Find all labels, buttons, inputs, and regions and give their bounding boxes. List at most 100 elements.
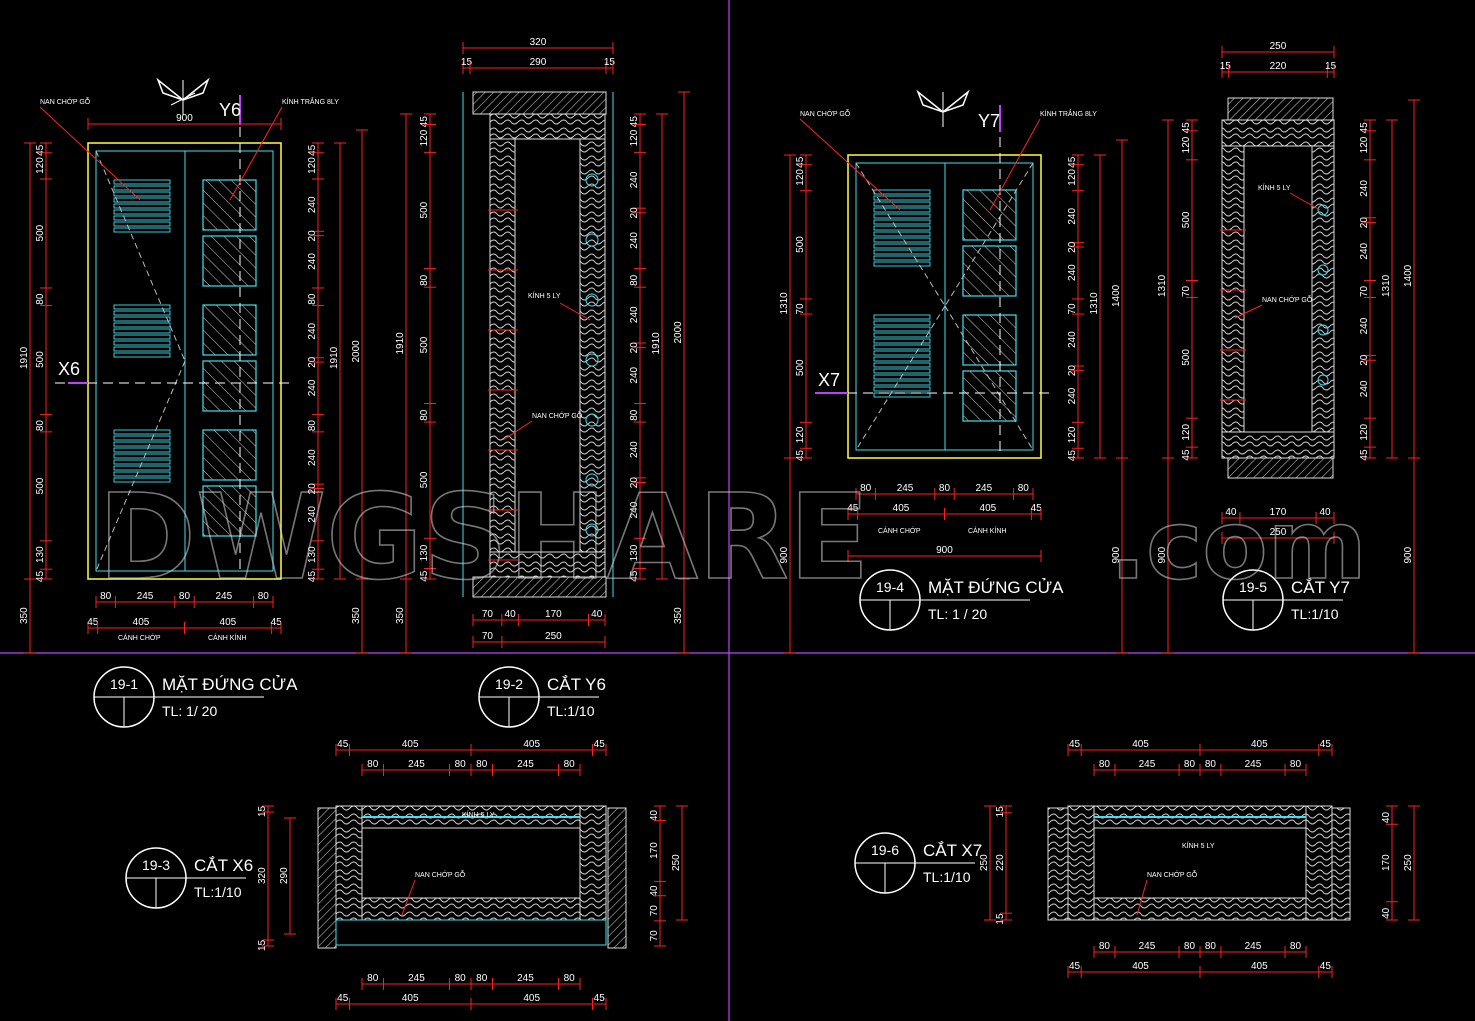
dimension-label: 120 <box>629 129 640 146</box>
north-arrow-icon <box>916 89 970 127</box>
dim-19-6-left-total: 250 <box>979 805 996 921</box>
dimension-label: 40 <box>649 885 660 897</box>
dimension-label: 70 <box>649 930 660 942</box>
glass-clip-marker <box>585 413 599 427</box>
dimension-label: 245 <box>1245 759 1262 770</box>
dimension-label: 45 <box>1320 739 1332 750</box>
dimension-label: 405 <box>1132 739 1149 750</box>
dimension-label: 80 <box>1290 941 1302 952</box>
dimension-label: 245 <box>408 759 425 770</box>
axis-x7-label: X7 <box>818 370 840 390</box>
dimension-label: 120 <box>419 129 430 146</box>
dimension-label: 80 <box>860 483 872 494</box>
dim-19-2-right-1910: 1910 <box>651 113 668 580</box>
dimension-label: 15 <box>604 57 616 68</box>
dimension-label: 40 <box>505 609 517 620</box>
dimension-label: 70 <box>1359 285 1370 297</box>
dimension-label: 80 <box>419 409 430 421</box>
dimension-label: 240 <box>629 441 640 458</box>
view-code: 19-4 <box>876 579 904 595</box>
view-title: CẮT X7 <box>923 841 982 860</box>
dimension-label: 1400 <box>1111 284 1122 307</box>
dimension-label: 45 <box>419 116 430 128</box>
dimension-label: 40 <box>649 810 660 822</box>
dimension-label: 80 <box>1205 759 1217 770</box>
dimension-label: 405 <box>220 617 237 628</box>
dimension-label: 405 <box>893 503 910 514</box>
dimension-label: 45 <box>337 739 349 750</box>
louver-slat <box>873 213 931 219</box>
glass-pane <box>202 179 257 231</box>
dimension-label: 80 <box>1099 759 1111 770</box>
dimension-label: 45 <box>1067 156 1078 168</box>
dimension-label: 2000 <box>351 340 362 363</box>
dimension-label: 245 <box>408 973 425 984</box>
view-code: 19-6 <box>871 842 899 858</box>
louver-slat <box>873 243 931 249</box>
dimension-label: 80 <box>476 759 488 770</box>
dimension-label: 70 <box>482 609 494 620</box>
louver-slat <box>113 215 171 221</box>
dimension-label: 15 <box>995 913 1006 925</box>
dimension-label: 245 <box>517 973 534 984</box>
dim-19-4-right-1400: 1400 <box>1111 139 1128 459</box>
dimension-label: 80 <box>35 420 46 432</box>
north-arrow-icon <box>156 77 210 115</box>
louver-slat <box>873 261 931 267</box>
dimension-label: 40 <box>1381 812 1392 824</box>
louver-slat <box>113 465 171 471</box>
dimension-label: 45 <box>1181 449 1192 461</box>
dimension-label: 350 <box>19 607 30 624</box>
dimension-label: 170 <box>1381 854 1392 871</box>
dimension-label: 320 <box>257 867 268 884</box>
dimension-label: 45 <box>629 116 640 128</box>
dimension-label: 240 <box>629 171 640 188</box>
dimension-label: 120 <box>1067 426 1078 443</box>
louver-slat <box>113 340 171 346</box>
dimension-label: 80 <box>307 293 318 305</box>
glass-clip-marker <box>585 233 599 247</box>
dimension-label: 240 <box>307 196 318 213</box>
dim-19-2-right-350: 350 <box>673 578 690 654</box>
dimension-label: 240 <box>307 253 318 270</box>
dim-19-4-right-900: 900 <box>1111 457 1128 654</box>
louver-slat <box>113 447 171 453</box>
dimension-label: 45 <box>1069 739 1081 750</box>
label-nan-chop-x6: NAN CHỚP GỖ <box>415 870 466 879</box>
dimension-label: 80 <box>100 591 112 602</box>
dimension-label: 250 <box>1403 854 1414 871</box>
dimension-label: 1910 <box>395 332 406 355</box>
title-19-5: 19-5 CẮT Y7 TL:1/10 <box>1222 569 1350 631</box>
axis-y6-label: Y6 <box>219 100 241 120</box>
dim-19-5-top: 250 <box>1221 41 1335 58</box>
dim-19-4-bottom3: 900 <box>847 545 1042 562</box>
label-canh-kinh-1: CÁNH KÍNH <box>208 633 247 642</box>
dimension-label: 405 <box>1132 961 1149 972</box>
glass-pane <box>202 360 257 412</box>
dimension-label: 900 <box>779 546 790 563</box>
dimension-label: 80 <box>419 274 430 286</box>
view-title: MẶT ĐỨNG CỬA <box>928 578 1064 597</box>
dimension-label: 45 <box>271 617 283 628</box>
dimension-label: 350 <box>395 607 406 624</box>
label-canh-chop-4: CÁNH CHỚP <box>878 526 921 535</box>
louver-slat <box>873 326 931 332</box>
glass-panel-group <box>202 179 257 537</box>
leaf-labels: CÁNH CHỚP CÁNH KÍNH CÁNH CHỚP CÁNH KÍNH <box>118 526 1007 642</box>
dimension-label: 245 <box>1139 941 1156 952</box>
dimension-label: 1910 <box>19 346 30 369</box>
label-nan-chop-y7: NAN CHỚP GỖ <box>1262 295 1313 304</box>
dimension-label: 120 <box>1359 136 1370 153</box>
louver-slat <box>873 338 931 344</box>
watermark: DWGSHARE .com <box>97 467 1367 607</box>
dimension-label: 80 <box>367 759 379 770</box>
dimension-label: 15 <box>257 805 268 817</box>
louver-slat <box>113 203 171 209</box>
